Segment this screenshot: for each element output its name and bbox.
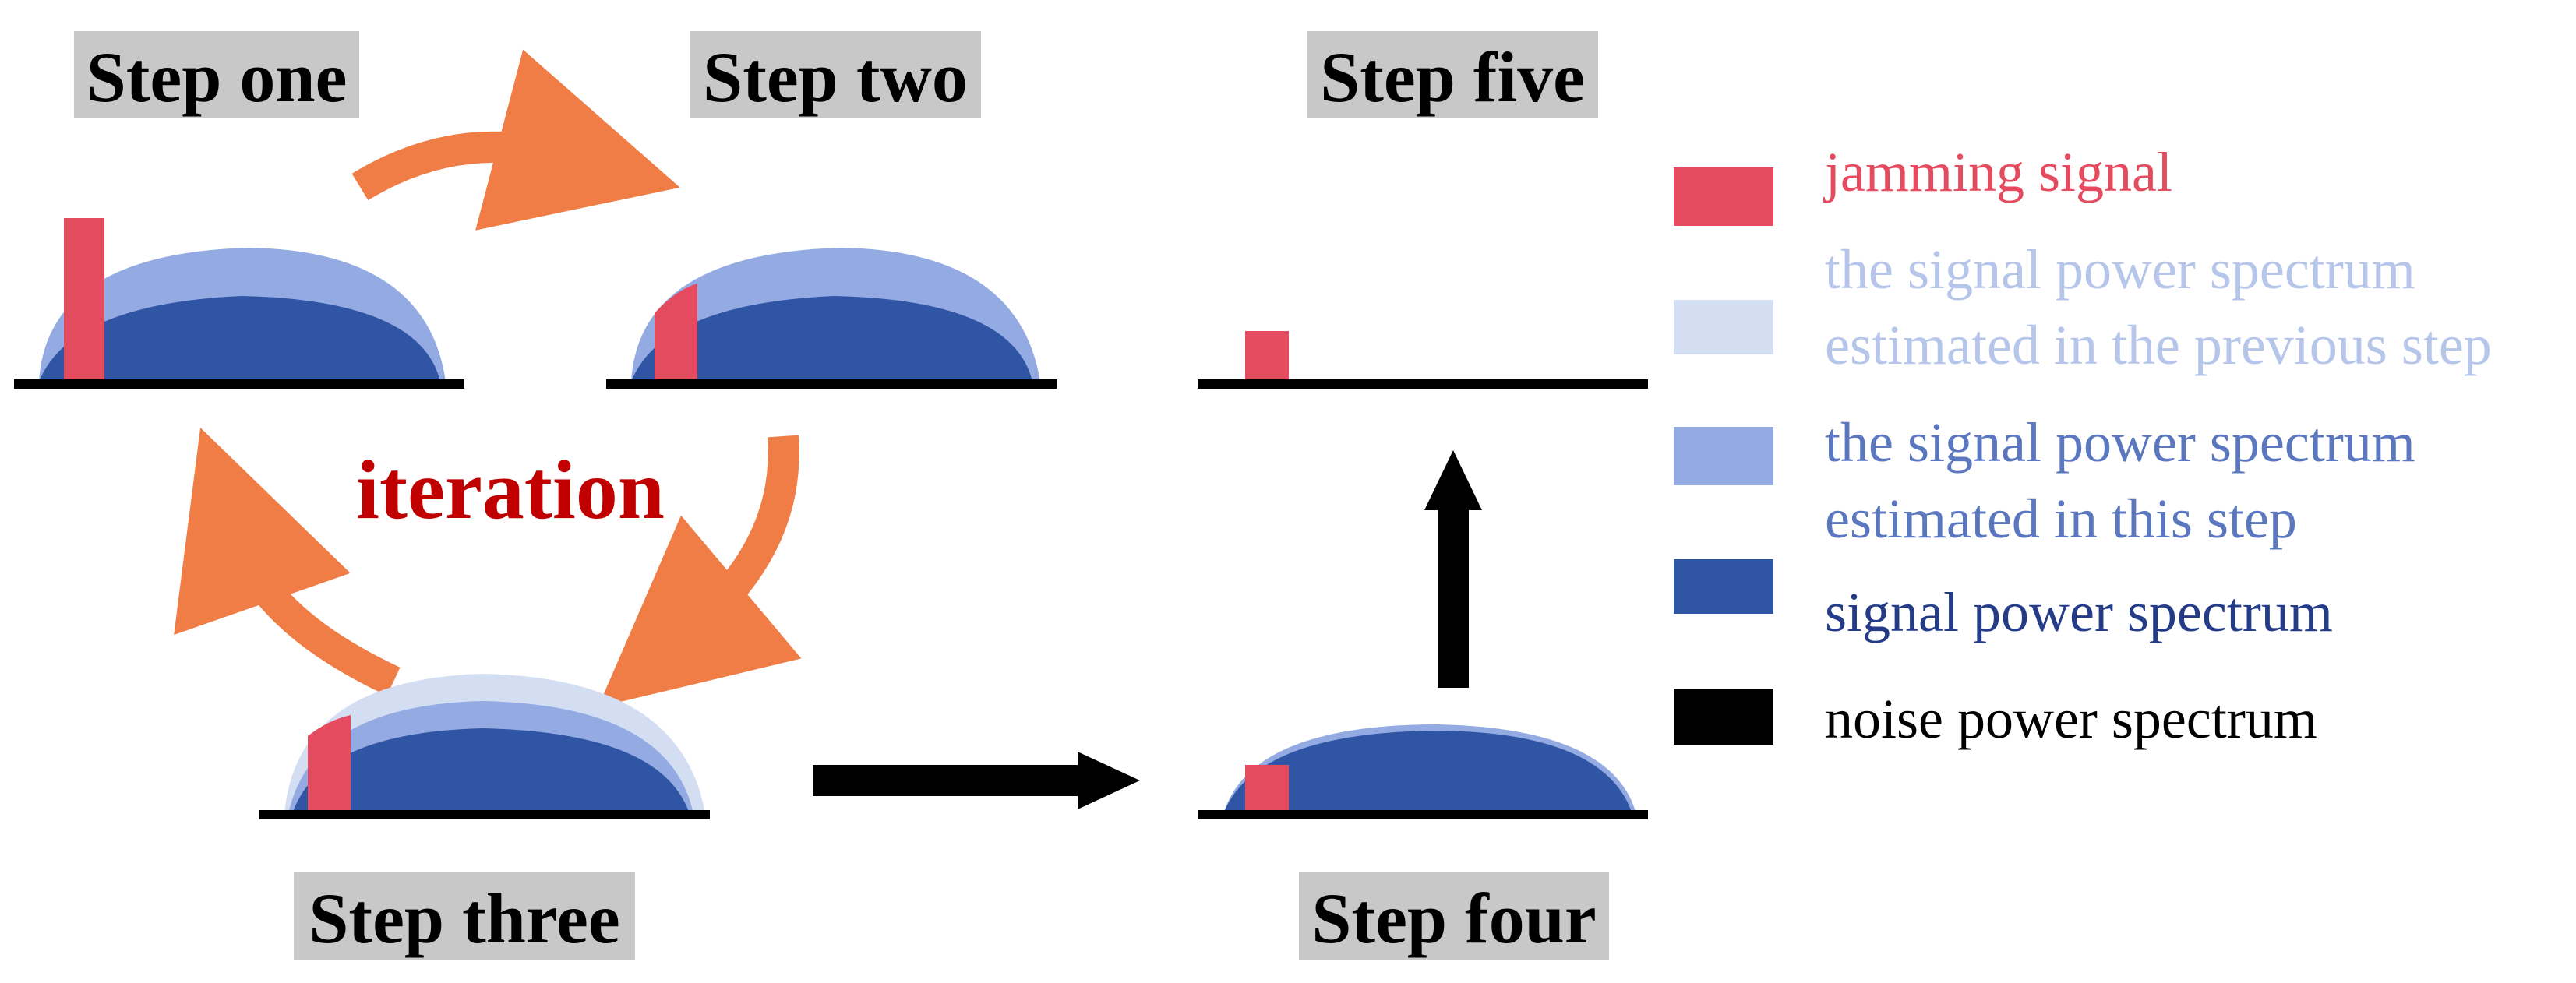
step-three-panel: Step three: [259, 674, 710, 960]
step-two-spectrum: [606, 248, 1057, 389]
legend-item-previous-estimate: the signal power spectrum estimated in t…: [1674, 238, 2492, 376]
step-four-noise-baseline: [1198, 810, 1648, 819]
flow-arrow-four-to-five: [1424, 450, 1482, 688]
step-three-jamming-bar: [308, 715, 351, 814]
step-five-panel: Step five: [1198, 31, 1648, 389]
step-four-signal-spectrum: [1223, 731, 1632, 814]
cycle-arrow-three-to-one: [174, 428, 401, 696]
legend-item-jamming: jamming signal: [1674, 141, 2172, 226]
legend-label-noise: noise power spectrum: [1825, 688, 2317, 750]
legend-swatch-current-estimate: [1674, 427, 1773, 485]
step-four-panel: Step four: [1198, 724, 1648, 960]
step-four-label: Step four: [1311, 879, 1596, 958]
legend-item-signal: signal power spectrum: [1674, 559, 2333, 643]
step-four-jamming-bar: [1245, 765, 1289, 814]
step-one-signal-spectrum: [39, 296, 440, 382]
step-one-jamming-bar: [64, 218, 104, 382]
step-five-label-bg: [1307, 31, 1598, 118]
step-five-noise-baseline: [1198, 379, 1648, 389]
legend-label-current-estimate-line-1: the signal power spectrum: [1825, 411, 2415, 474]
step-three-signal-spectrum: [292, 728, 690, 814]
legend-label-previous-estimate-line-2: estimated in the previous step: [1825, 314, 2492, 376]
legend-swatch-jamming: [1674, 167, 1773, 226]
step-three-label-bg: [294, 872, 635, 960]
step-one-spectrum: [14, 218, 464, 389]
legend-label-jamming: jamming signal: [1823, 141, 2172, 203]
step-three-noise-baseline: [259, 810, 710, 819]
cycle-arrow-two-to-three: [598, 435, 802, 707]
step-one-panel: Step one: [14, 31, 464, 389]
legend-label-signal: signal power spectrum: [1825, 581, 2333, 643]
legend-swatch-previous-estimate: [1674, 300, 1773, 354]
cycle-arrow-one-to-two: [351, 49, 680, 231]
legend: jamming signal the signal power spectrum…: [1674, 141, 2492, 750]
step-two-label: Step two: [703, 37, 968, 117]
legend-label-previous-estimate-line-1: the signal power spectrum: [1825, 238, 2415, 301]
legend-label-current-estimate-line-2: estimated in this step: [1825, 488, 2297, 550]
step-four-label-bg: [1299, 872, 1609, 960]
legend-swatch-noise: [1674, 689, 1773, 745]
step-one-label: Step one: [86, 37, 348, 117]
step-two-label-bg: [690, 31, 981, 118]
step-two-noise-baseline: [606, 379, 1057, 389]
step-four-spectrum: [1198, 724, 1648, 819]
legend-swatch-signal: [1674, 559, 1773, 614]
step-one-label-bg: [74, 31, 359, 118]
step-two-signal-spectrum: [631, 296, 1032, 382]
legend-item-noise: noise power spectrum: [1674, 688, 2317, 750]
step-two-panel: Step two: [606, 31, 1057, 389]
step-five-label: Step five: [1320, 37, 1585, 117]
step-two-jamming-bar: [655, 284, 697, 382]
step-five-jamming-bar: [1245, 331, 1289, 382]
iteration-label: iteration: [356, 444, 665, 537]
flow-arrow-three-to-four: [813, 752, 1140, 809]
step-one-noise-baseline: [14, 379, 464, 389]
step-three-spectrum: [259, 674, 710, 819]
iteration-cycle: iteration: [174, 49, 802, 707]
legend-item-current-estimate: the signal power spectrum estimated in t…: [1674, 411, 2415, 550]
step-five-spectrum: [1198, 331, 1648, 389]
step-three-label: Step three: [309, 879, 619, 958]
